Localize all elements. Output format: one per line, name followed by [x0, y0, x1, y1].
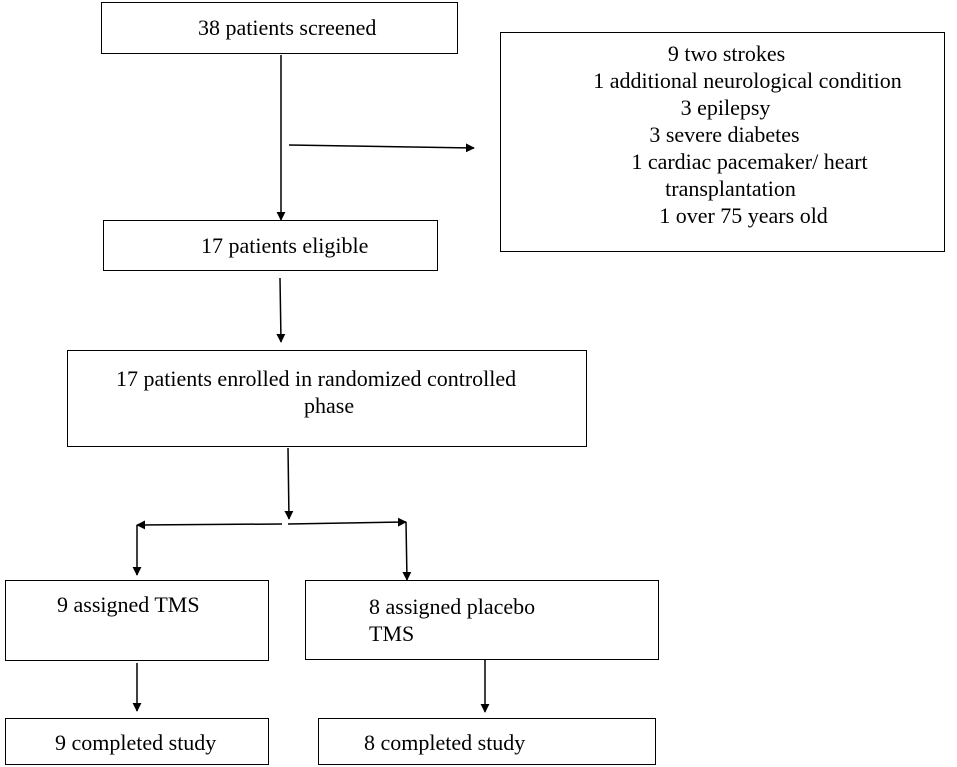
- excluded-box: 9 two strokes 1 additional neurological …: [500, 32, 945, 252]
- placebo-assigned-line-1: 8 assigned placebo: [369, 594, 536, 619]
- excluded-line-4: 3 severe diabetes: [649, 122, 800, 147]
- enrolled-box: 17 patients enrolled in randomized contr…: [67, 350, 587, 447]
- excluded-line-6: transplantation: [665, 176, 796, 201]
- placebo-completed-text: 8 completed study: [364, 730, 526, 755]
- placebo-assigned-line-2: TMS: [369, 621, 415, 646]
- excluded-line-2: 1 additional neurological condition: [593, 68, 902, 93]
- placebo-assigned-box: 8 assigned placebo TMS: [305, 580, 659, 660]
- tms-assigned-box: 9 assigned TMS: [5, 580, 269, 661]
- excluded-line-5: 1 cardiac pacemaker/ heart: [631, 149, 868, 174]
- arrow-split-right: [287, 517, 407, 527]
- excluded-line-1: 9 two strokes: [667, 41, 786, 66]
- tms-completed-box: 9 completed study: [5, 718, 269, 765]
- enrolled-line-2: phase: [304, 393, 355, 418]
- arrow-eligible-to-enrolled: [276, 277, 286, 343]
- excluded-line-3: 3 epilepsy: [680, 95, 771, 120]
- arrow-enrolled-down: [284, 447, 294, 520]
- excluded-line-7: 1 over 75 years old: [659, 203, 828, 228]
- arrow-split-left: [136, 520, 283, 530]
- arrow-to-excluded: [288, 143, 475, 153]
- tms-assigned-text: 9 assigned TMS: [57, 592, 200, 617]
- tms-completed-text: 9 completed study: [55, 730, 217, 755]
- eligible-text: 17 patients eligible: [201, 233, 369, 258]
- screened-text: 38 patients screened: [198, 15, 377, 40]
- screened-box: 38 patients screened: [101, 2, 458, 54]
- enrolled-line-1: 17 patients enrolled in randomized contr…: [116, 366, 517, 391]
- eligible-box: 17 patients eligible: [103, 220, 438, 271]
- placebo-completed-box: 8 completed study: [318, 718, 656, 765]
- arrow-to-placebo: [402, 521, 412, 581]
